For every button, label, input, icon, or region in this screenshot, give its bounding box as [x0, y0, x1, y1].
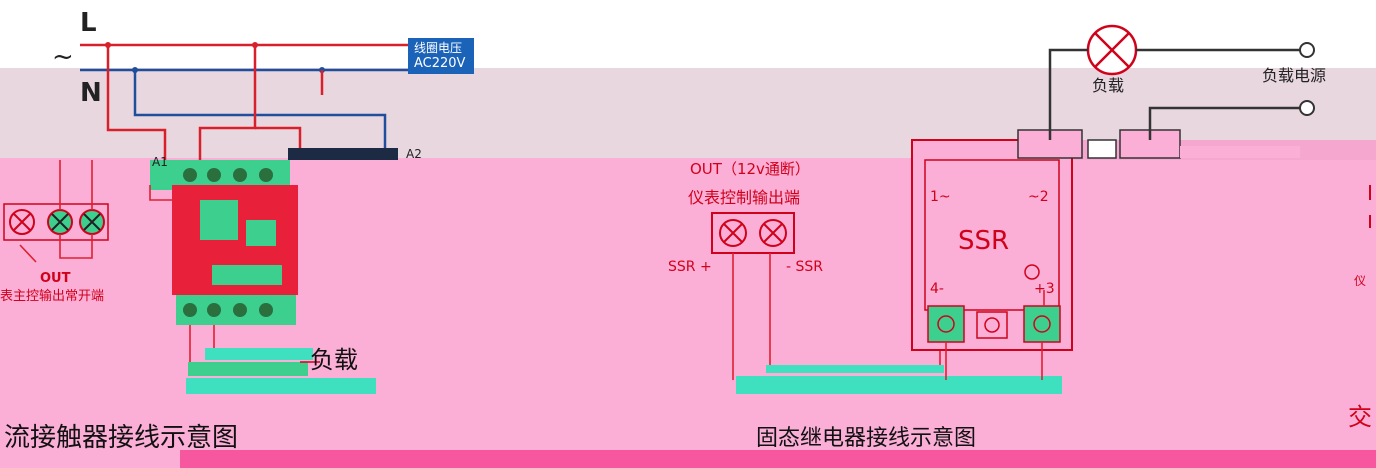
terminal-a2: A2: [406, 147, 422, 161]
contactor-load-bar: [186, 378, 376, 394]
coil-voltage-label: 线圈电压: [414, 41, 463, 55]
ssr-control-bar: [736, 376, 1062, 394]
contactor-load-label: 负载: [310, 346, 358, 374]
ssr-pin4: 4-: [930, 281, 944, 297]
ssr-control-terminal: [711, 212, 795, 254]
ssr-pin1: 1~: [930, 189, 951, 205]
ssr-caption: 固态继电器接线示意图: [756, 426, 977, 451]
ssr-load-label: 负载: [1092, 76, 1125, 95]
ssr-plus-label: SSR +: [668, 259, 712, 275]
caption-band: [180, 450, 1376, 468]
ssr-out-label: OUT（12v通断）: [690, 160, 810, 178]
coil-voltage-value: AC220V: [414, 56, 466, 71]
neutral-label: N: [80, 78, 102, 108]
ssr-pin2: ~2: [1028, 189, 1049, 205]
ssr-minus-label: - SSR: [786, 259, 824, 275]
load-power-label: 负载电源: [1262, 66, 1327, 85]
coil-voltage-box: [408, 38, 474, 74]
right-partial-label: 仪: [1354, 274, 1367, 288]
phase-label: L: [80, 8, 97, 38]
terminal-a1: A1: [152, 155, 168, 169]
ssr-pin3: +3: [1034, 281, 1055, 297]
ssr-out-desc: 仪表控制输出端: [688, 188, 801, 207]
contactor-out-desc: 表主控输出常开端: [0, 289, 105, 304]
ac-symbol: ~: [52, 42, 74, 72]
right-partial-caption: 交: [1348, 403, 1372, 431]
ssr-module-name: SSR: [958, 226, 1010, 256]
coil-terminal-block: [288, 148, 398, 160]
contactor-out-label: OUT: [40, 271, 71, 286]
contactor-caption: 流接触器接线示意图: [4, 423, 239, 453]
